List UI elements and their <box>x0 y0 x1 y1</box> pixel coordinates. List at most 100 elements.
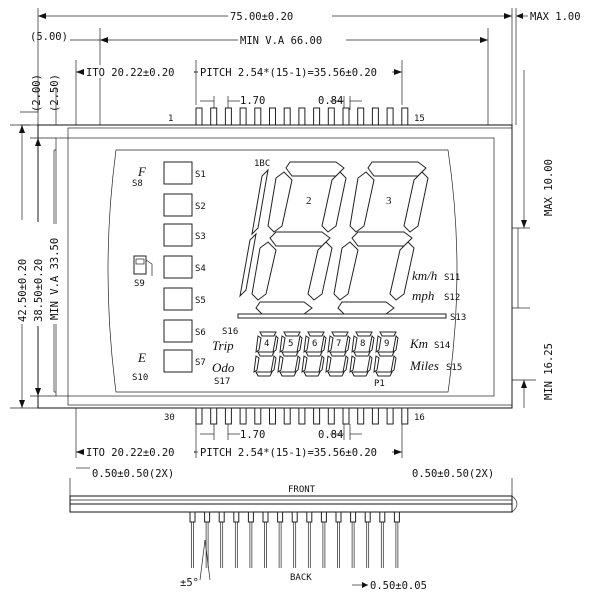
digit-1bc <box>239 168 269 298</box>
bottom-pin <box>224 407 232 425</box>
bottom-pin <box>342 407 350 425</box>
side-lead <box>364 511 371 568</box>
segment-s3-label: S3 <box>195 232 206 242</box>
digit-5-label: 5 <box>288 339 293 349</box>
decimal-p1-label: P1 <box>374 379 385 389</box>
bottom-pin <box>239 407 247 425</box>
odometer-digit <box>349 331 375 377</box>
fuel-empty-label: E <box>137 350 146 365</box>
ito-bottom-label: ITO 20.22±0.20 <box>86 447 175 459</box>
odometer-digit <box>373 331 399 377</box>
inner-height-label: 38.50±0.20 <box>33 259 45 322</box>
side-lead <box>350 511 357 568</box>
top-pin <box>401 107 409 126</box>
dim-right: MAX 10.00 MIN 16.25 <box>511 70 555 408</box>
pin-spacing-top-label: 1.70 <box>240 95 265 107</box>
lead-left-label: 0.50±0.50(2X) <box>92 468 174 480</box>
segment-s13-label: S13 <box>450 313 466 323</box>
top-offset-2-label: (2.50) <box>49 74 61 112</box>
segment-s5-label: S5 <box>195 296 206 306</box>
dim-pin-spacing-bottom: 1.70 0.84 <box>200 424 362 441</box>
angle-label: ±5° <box>180 577 199 589</box>
dim-pin-spacing-top: 1.70 0.84 <box>200 95 362 110</box>
bottom-pin <box>313 407 321 425</box>
digit-9-label: 9 <box>384 339 389 349</box>
top-pins <box>195 107 409 126</box>
side-lead <box>189 511 196 568</box>
side-lead <box>277 511 284 568</box>
bottom-pin <box>357 407 365 425</box>
miles-label: Miles <box>409 358 439 373</box>
pin-width-bottom-label: 0.84 <box>318 429 343 441</box>
segment-s10-label: S10 <box>132 373 148 383</box>
top-pin <box>239 107 247 126</box>
pin-spacing-bottom-label: 1.70 <box>240 429 265 441</box>
km-label: Km <box>409 336 428 351</box>
top-offset-1-label: (2.00) <box>31 74 43 112</box>
segment-s14-label: S14 <box>434 341 450 351</box>
side-lead <box>262 511 269 568</box>
pin-1-label: 1 <box>168 114 173 124</box>
digit-3 <box>333 161 429 315</box>
top-pin <box>298 107 306 126</box>
side-view-leads <box>189 511 400 581</box>
pitch-top-label: PITCH 2.54*(15-1)=35.56±0.20 <box>200 67 377 79</box>
side-lead <box>320 511 327 568</box>
segment-s4-label: S4 <box>195 264 206 274</box>
segment-s15-label: S15 <box>446 363 462 373</box>
top-pin <box>371 107 379 126</box>
side-lead <box>233 511 240 568</box>
min-va-height-label: MIN V.A 33.50 <box>49 238 61 320</box>
side-lead <box>218 511 225 568</box>
offset-left-label: (5.00) <box>30 31 68 43</box>
digit-4-label: 4 <box>264 339 269 349</box>
dim-overall-width: 75.00±0.20 <box>37 8 513 125</box>
max-thickness-label: MAX 1.00 <box>530 11 581 23</box>
top-pin <box>254 107 262 126</box>
segment-s13-bar <box>237 313 447 319</box>
pitch-bottom-label: PITCH 2.54*(15-1)=35.56±0.20 <box>200 447 377 459</box>
front-label: FRONT <box>288 485 316 495</box>
dim-lead-thickness: 0.50±0.05 <box>352 580 427 592</box>
digit-8-label: 8 <box>360 339 365 349</box>
side-lead <box>204 511 211 568</box>
overall-height-label: 42.50±0.20 <box>17 259 29 322</box>
lead-right-label: 0.50±0.50(2X) <box>412 468 494 480</box>
side-lead <box>247 511 254 568</box>
fuel-bar-graph <box>163 161 193 373</box>
segment-s1-label: S1 <box>195 170 206 180</box>
min-va-width-label: MIN V.A 66.00 <box>240 35 322 47</box>
dim-ito-pitch-top: ITO 20.22±0.20 PITCH 2.54*(15-1)=35.56±0… <box>75 60 403 125</box>
odometer-digit <box>277 331 303 377</box>
segment-s12-label: S12 <box>444 293 460 303</box>
lead-thickness-label: 0.50±0.05 <box>370 580 427 592</box>
bottom-pins <box>195 407 409 425</box>
top-pin <box>224 107 232 126</box>
bottom-pin <box>254 407 262 425</box>
bottom-pin <box>386 407 394 425</box>
dim-max-thickness: MAX 1.00 <box>515 8 581 125</box>
digit-2-label: 2 <box>306 195 312 207</box>
bottom-pin <box>283 407 291 425</box>
side-view: 0.50±0.50(2X) 0.50±0.50(2X) FRONT <box>69 467 518 513</box>
top-pin <box>210 107 218 126</box>
pin-30-label: 30 <box>164 413 175 423</box>
angle-indicator-line <box>204 539 211 581</box>
top-pin <box>195 107 203 126</box>
bottom-pin <box>195 407 203 425</box>
digit-3-label: 3 <box>386 195 392 207</box>
side-lead <box>379 511 386 568</box>
trip-label: Trip <box>212 338 234 353</box>
back-label: BACK <box>290 573 312 583</box>
bottom-pin <box>327 407 335 425</box>
digit-7-label: 7 <box>336 339 341 349</box>
odometer-digits <box>253 331 399 377</box>
digit-1bc-label: 1BC <box>254 159 270 169</box>
odo-label: Odo <box>212 360 235 375</box>
top-pin <box>342 107 350 126</box>
segment-s11-label: S11 <box>444 273 460 283</box>
bottom-pin <box>269 407 276 425</box>
segment-s8-label: S8 <box>132 179 143 189</box>
odometer-digit <box>325 331 351 377</box>
